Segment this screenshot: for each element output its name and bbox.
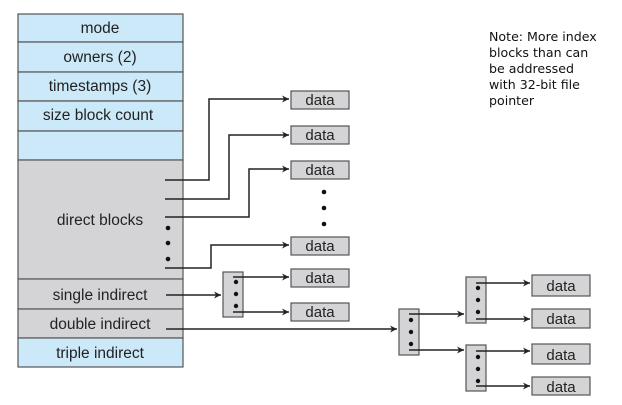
data-block bbox=[290, 160, 350, 180]
data-ellipsis-dot bbox=[321, 221, 327, 227]
data-block bbox=[531, 376, 591, 396]
data-block bbox=[531, 274, 591, 297]
index-dot bbox=[475, 285, 481, 291]
inode-table: mode owners (2) timestamps (3) size bloc… bbox=[17, 13, 184, 368]
direct-pointers bbox=[165, 95, 289, 269]
data-ellipsis-dot bbox=[321, 205, 327, 211]
data-block bbox=[531, 343, 591, 365]
field-size-block-count bbox=[17, 100, 184, 132]
data-block-label: data bbox=[546, 379, 576, 396]
data-block bbox=[531, 308, 591, 329]
note-line: with 32-bit file bbox=[489, 77, 580, 92]
index-dot bbox=[408, 329, 414, 335]
field-single-indirect bbox=[17, 278, 184, 310]
index-dot bbox=[408, 341, 414, 347]
field-owners-label: owners (2) bbox=[63, 49, 136, 66]
field-mode-label: mode bbox=[81, 20, 120, 37]
index-dot bbox=[475, 309, 481, 315]
data-block-label: data bbox=[305, 304, 335, 321]
data-block-label: data bbox=[305, 162, 335, 179]
direct-ellipsis-dot bbox=[165, 225, 171, 231]
field-timestamps bbox=[17, 71, 184, 102]
single-index-block bbox=[222, 271, 244, 318]
field-single-indirect-label: single indirect bbox=[53, 287, 148, 304]
data-block-label: data bbox=[546, 347, 576, 364]
index-dot bbox=[475, 297, 481, 303]
double-indirect-tree: data data data data bbox=[166, 274, 591, 396]
index-dot bbox=[475, 366, 481, 372]
field-blank bbox=[17, 130, 184, 161]
field-triple-indirect bbox=[17, 337, 184, 368]
index-dot bbox=[233, 303, 239, 309]
data-block-label: data bbox=[305, 92, 335, 109]
field-timestamps-label: timestamps (3) bbox=[49, 78, 152, 95]
data-ellipsis-dot bbox=[321, 189, 327, 195]
index-dot bbox=[233, 279, 239, 285]
note-line: Note: More index bbox=[489, 29, 597, 44]
single-indirect-tree: data data bbox=[166, 268, 350, 322]
data-block bbox=[290, 125, 350, 145]
direct-pointer-arrow bbox=[165, 241, 289, 269]
direct-data-blocks: data data data data bbox=[290, 90, 350, 256]
field-direct-blocks-label: direct blocks bbox=[57, 212, 143, 229]
note-text: Note: More index blocks than can be addr… bbox=[489, 29, 619, 109]
note-line: pointer bbox=[489, 93, 535, 108]
field-triple-indirect-label: triple indirect bbox=[56, 345, 145, 362]
data-block bbox=[290, 268, 350, 288]
field-mode bbox=[17, 13, 184, 43]
direct-pointer-arrow bbox=[165, 95, 289, 181]
field-direct-blocks bbox=[17, 159, 184, 280]
field-size-block-count-label: size block count bbox=[43, 107, 154, 124]
direct-pointer-arrow bbox=[165, 131, 289, 200]
index-dot bbox=[475, 378, 481, 384]
note-line: blocks than can bbox=[489, 45, 589, 60]
data-block-label: data bbox=[305, 127, 335, 144]
field-double-indirect-label: double indirect bbox=[50, 316, 152, 333]
field-double-indirect bbox=[17, 308, 184, 339]
data-block-label: data bbox=[305, 238, 335, 255]
second-level-index-block bbox=[465, 344, 487, 392]
direct-ellipsis-dot bbox=[165, 240, 171, 246]
index-dot bbox=[233, 291, 239, 297]
direct-pointer-arrow bbox=[165, 165, 289, 218]
data-block bbox=[290, 302, 350, 322]
data-block bbox=[290, 236, 350, 256]
data-block-label: data bbox=[305, 270, 335, 287]
index-dot bbox=[408, 317, 414, 323]
direct-ellipsis-dot bbox=[165, 256, 171, 262]
index-dot bbox=[475, 354, 481, 360]
note-line: be addressed bbox=[489, 61, 574, 76]
data-block-label: data bbox=[546, 278, 576, 295]
data-block-label: data bbox=[546, 311, 576, 328]
data-block bbox=[290, 90, 350, 110]
